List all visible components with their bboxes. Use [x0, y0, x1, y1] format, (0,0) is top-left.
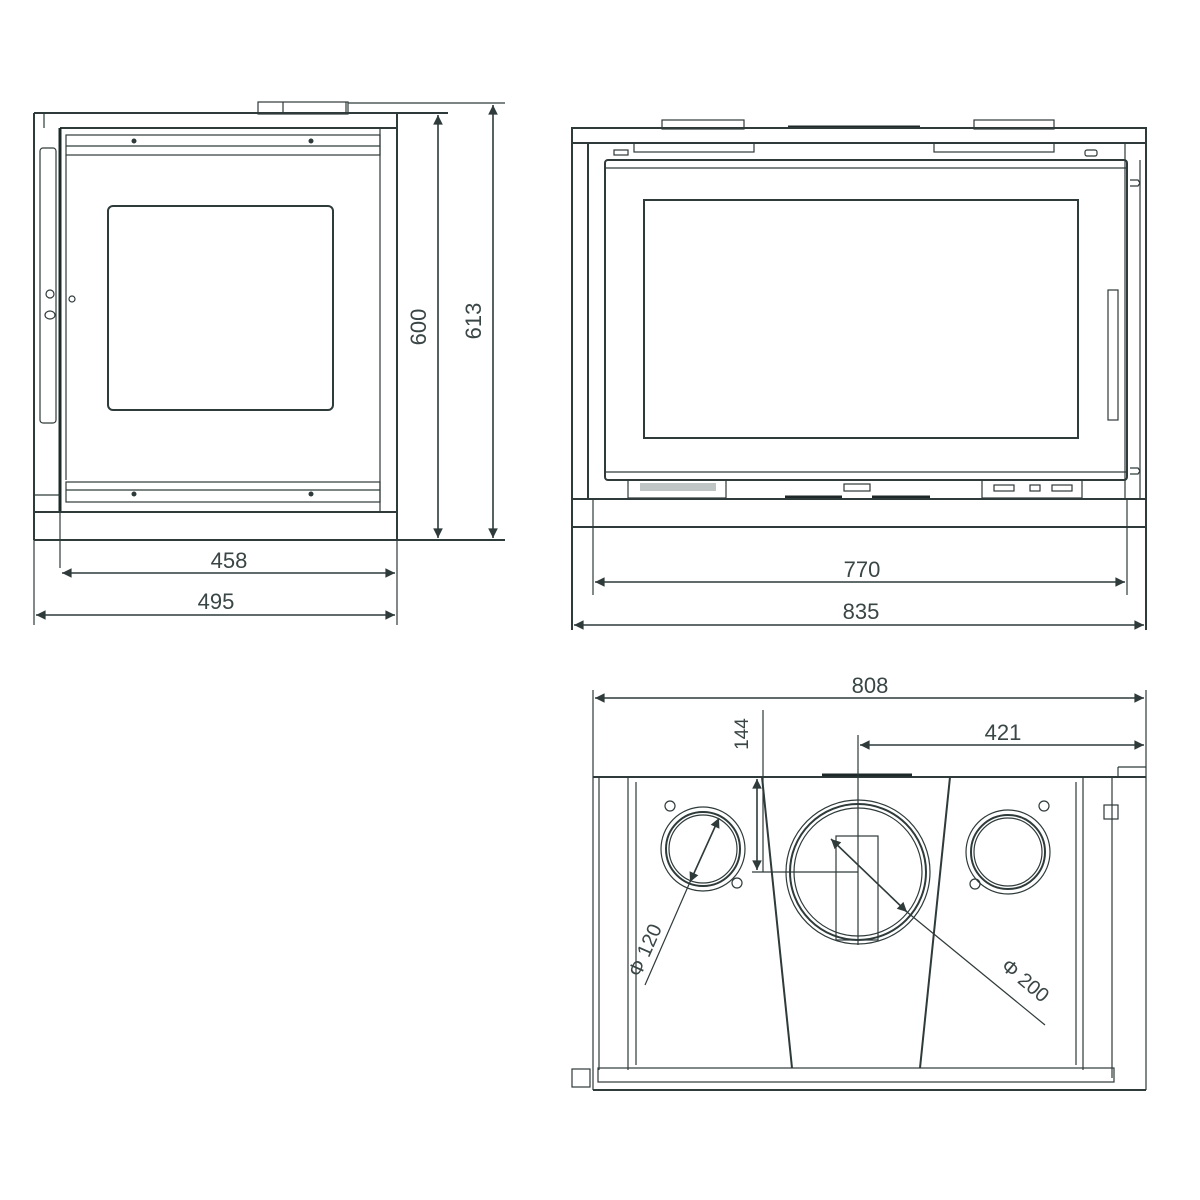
left-outlet	[665, 811, 741, 887]
front-door-handle	[1107, 289, 1119, 421]
dim-front-inner-width: 770	[844, 557, 881, 582]
dim-top-flue-offset: 421	[985, 720, 1022, 745]
front-view: 770 835	[571, 119, 1147, 630]
front-window	[643, 199, 1079, 439]
dim-side-inner-width: 458	[211, 548, 248, 573]
front-door-frame	[604, 159, 1128, 481]
dim-top-total-width: 808	[852, 673, 889, 698]
side-view: 600 613 458 495	[33, 101, 505, 625]
dim-front-outer-width: 835	[843, 599, 880, 624]
right-outlet	[970, 814, 1046, 890]
side-window	[107, 205, 334, 411]
dim-top-flue-diameter: Φ 200	[997, 955, 1053, 1007]
dim-side-inner-height: 600	[406, 309, 431, 346]
dim-side-outer-height: 613	[461, 303, 486, 340]
top-view: 808 421 144 Φ 120 Φ 200	[571, 673, 1147, 1091]
door-handle	[39, 147, 57, 424]
dim-side-outer-width: 495	[198, 589, 235, 614]
dim-top-flue-depth: 144	[732, 718, 753, 750]
